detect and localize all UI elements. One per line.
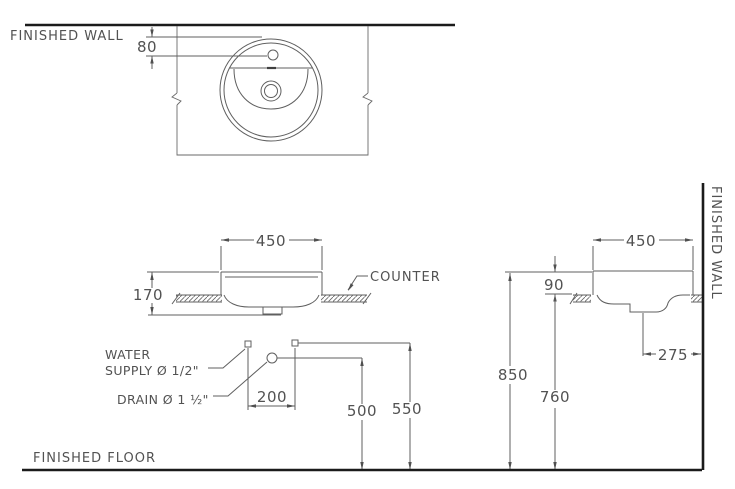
arrowhead (221, 238, 229, 242)
faucet-hole (267, 49, 279, 61)
arrowhead (685, 238, 693, 242)
drain-outer (260, 80, 282, 102)
front-view: 450 COUNTER 170 (133, 232, 441, 316)
arrowhead (643, 352, 651, 356)
height-dims: 500 550 (347, 343, 422, 470)
dim-760: 760 (540, 388, 570, 406)
arrowhead (508, 273, 512, 281)
arrowhead (348, 283, 354, 291)
finished-wall-top: FINISHED WALL (10, 23, 455, 44)
counter-section-right (691, 295, 704, 302)
arrowhead (360, 358, 364, 366)
counter-bottom-edge (176, 105, 369, 156)
drain-leader (213, 361, 268, 397)
arrowhead (314, 238, 322, 242)
bowl-profile (596, 294, 690, 313)
dim-450-side: 450 (626, 232, 656, 250)
drain-inner (264, 84, 278, 98)
water-supply-leader (208, 348, 246, 369)
break-tick (171, 292, 181, 305)
plan-view (171, 26, 373, 156)
break-mark-right (362, 92, 373, 106)
sink-rim-outer (219, 38, 323, 142)
break-tick (362, 292, 372, 305)
arrowhead (248, 404, 256, 408)
drain-label: DRAIN Ø 1 ½" (117, 392, 209, 407)
counter-section-left (176, 295, 222, 302)
basin-outline (233, 68, 309, 110)
counter-leader (347, 275, 368, 291)
finished-wall-right: FINISHED WALL (701, 183, 723, 470)
dim-faucet-offset-80: 80 (137, 27, 267, 69)
arrowhead (360, 462, 364, 470)
counter-section-left (573, 295, 591, 302)
counter-edges (321, 294, 367, 303)
finished-wall-top-label: FINISHED WALL (10, 29, 124, 44)
arrowhead (150, 272, 154, 280)
water-supply-label-1: WATER (105, 347, 150, 362)
counter-section-right (321, 295, 367, 302)
arrowhead (508, 462, 512, 470)
side-view: 450 90 850 760 275 (498, 232, 704, 470)
arrowhead (150, 307, 154, 315)
arrowhead (150, 56, 154, 64)
arrowhead (693, 352, 701, 356)
water-supply-label-2: SUPPLY Ø 1/2" (105, 363, 199, 378)
dim-850: 850 (498, 366, 528, 384)
supply-point-right (291, 339, 299, 347)
counter-edges (176, 294, 222, 303)
break-mark-left (171, 92, 182, 106)
dim-550: 550 (392, 400, 422, 418)
bowl-underside (223, 294, 320, 308)
arrowhead (553, 462, 557, 470)
arrowhead (593, 238, 601, 242)
counter-label: COUNTER (370, 270, 441, 285)
finished-floor: FINISHED FLOOR (22, 451, 702, 472)
dim-275: 275 (658, 346, 688, 364)
dim-200: 200 (257, 388, 287, 406)
drain-stub (262, 307, 283, 315)
arrowhead (408, 462, 412, 470)
finished-wall-right-label: FINISHED WALL (708, 186, 723, 300)
break-tick (569, 292, 578, 305)
arrowhead (408, 343, 412, 351)
dim-170: 170 (133, 286, 163, 304)
supply-point-left (244, 340, 252, 348)
dim-90: 90 (544, 276, 564, 294)
dim-500: 500 (347, 402, 377, 420)
dim-80: 80 (137, 38, 157, 56)
arrowhead (150, 29, 154, 37)
sink-rim-inner (223, 42, 319, 138)
finished-floor-label: FINISHED FLOOR (33, 451, 156, 466)
connections: WATER SUPPLY Ø 1/2" DRAIN Ø 1 ½" 200 (105, 339, 410, 410)
arrowhead (287, 404, 295, 408)
drain-point (266, 352, 278, 364)
dim-450-front: 450 (256, 232, 286, 250)
arrowhead (553, 264, 557, 272)
